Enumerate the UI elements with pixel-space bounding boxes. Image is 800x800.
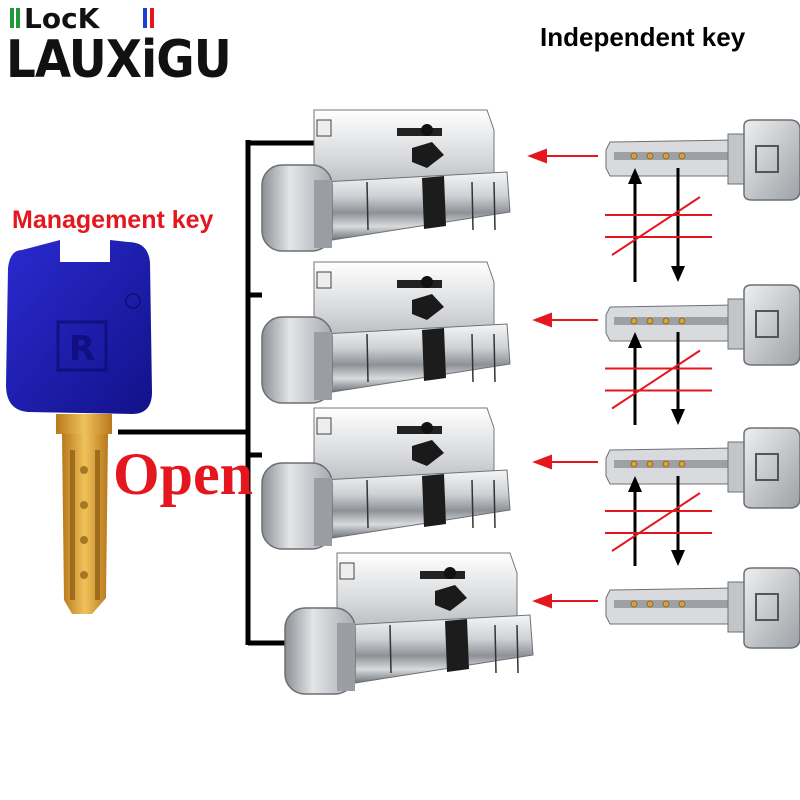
cylinder-2 bbox=[261, 261, 511, 404]
management-key-label: Management key bbox=[12, 206, 214, 234]
cylinder-4 bbox=[284, 552, 534, 695]
logo-flag-red bbox=[150, 8, 154, 28]
connector-lines bbox=[118, 140, 315, 646]
cylinder-1 bbox=[261, 109, 511, 252]
cylinder-3 bbox=[261, 407, 511, 550]
independent-key-4 bbox=[605, 567, 800, 649]
logo-main-text: LAUXiGU bbox=[6, 30, 232, 90]
logo-flag-blue bbox=[143, 8, 147, 28]
red-arrows bbox=[527, 148, 598, 609]
logo-small-text: LocK bbox=[24, 2, 100, 35]
logo-flag-green bbox=[10, 8, 14, 28]
blocked-arrow-pair-1 bbox=[605, 168, 712, 282]
svg-text:R: R bbox=[69, 329, 95, 369]
logo-flag-green-2 bbox=[16, 8, 20, 28]
blocked-arrow-pair-2 bbox=[605, 332, 712, 425]
independent-key-label: Independent key bbox=[540, 22, 746, 52]
independent-key-1 bbox=[605, 119, 800, 201]
management-key: R bbox=[6, 240, 152, 614]
open-label: Open bbox=[113, 441, 254, 507]
independent-key-2 bbox=[605, 284, 800, 366]
blocked-arrow-pair-3 bbox=[605, 476, 712, 566]
independent-key-3 bbox=[605, 427, 800, 509]
